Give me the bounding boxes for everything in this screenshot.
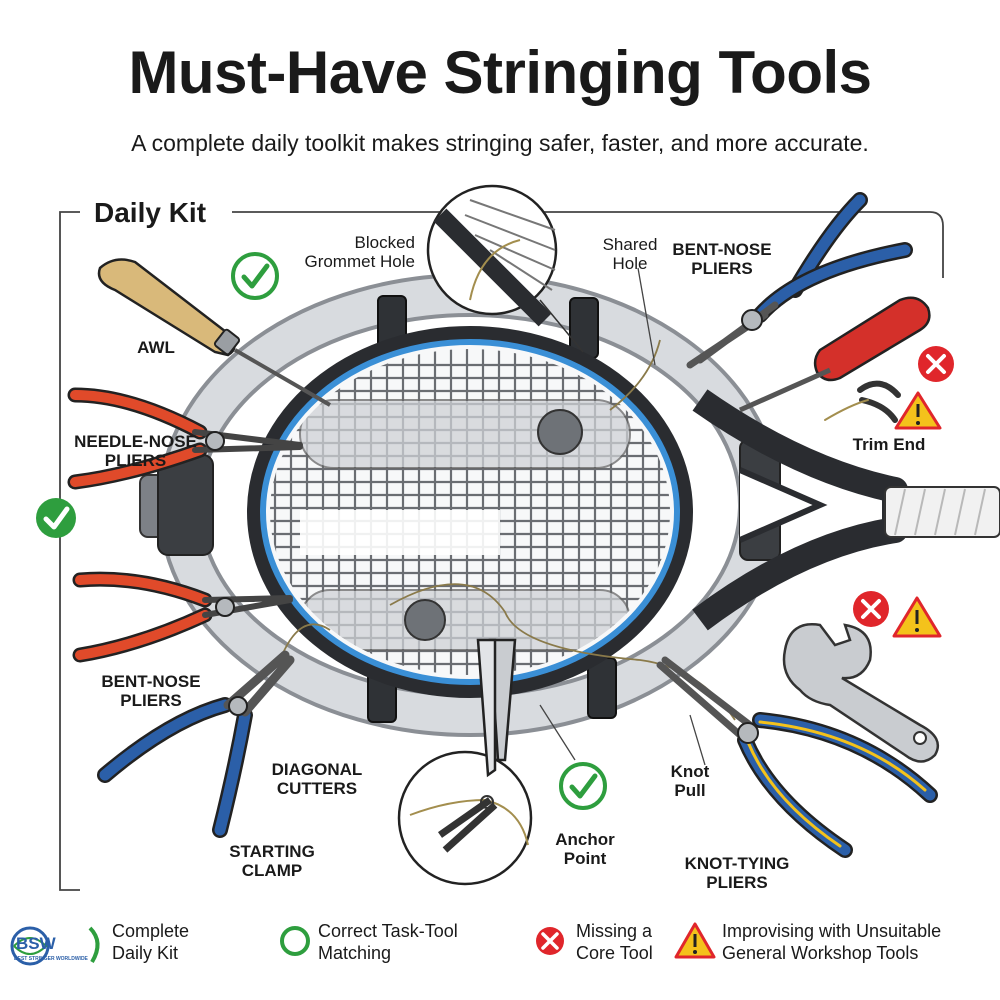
label-blocked-grommet-hole: Blocked Grommet Hole (304, 233, 415, 271)
string-bed (270, 349, 670, 675)
legend-correct-task-tool-matching: Correct Task-Tool Matching (318, 921, 458, 963)
label-anchor-point: Anchor Point (555, 830, 615, 868)
legend-x-icon (536, 927, 564, 955)
label-bent-nose-pliers-top: BENT-NOSE PLIERS (672, 240, 772, 278)
label-knot-tying-pliers: KNOT-TYING PLIERS (684, 854, 790, 892)
anchor-point-zoom (397, 750, 533, 886)
label-awl: AWL (137, 338, 175, 357)
starting-clamp (476, 638, 517, 778)
trim-cutter (824, 380, 901, 423)
bsw-logo-tagline: BEST STRINGER WORLDWIDE (14, 956, 88, 962)
legend-circle-icon (280, 926, 310, 956)
wrench (782, 623, 940, 763)
bent-nose-pliers-left (72, 571, 293, 663)
bsw-logo-text: BSW (16, 934, 56, 953)
label-trim-end: Trim End (852, 435, 926, 454)
warning-icon (892, 596, 942, 638)
diagonal-cutters (97, 650, 295, 838)
label-needle-nose-pliers: NEEDLE-NOSE PLIERS (74, 432, 197, 470)
check-icon (559, 762, 607, 810)
legend-complete-daily-kit: Complete Daily Kit (112, 921, 190, 963)
legend-improvising-unsuitable-tools: Improvising with Unsuitable General Work… (722, 921, 942, 963)
label-shared-hole: Shared Hole (602, 235, 658, 273)
bent-nose-pliers-top (686, 192, 913, 369)
kit-frame (59, 211, 944, 891)
label-starting-clamp: STARTING CLAMP (229, 842, 315, 880)
legend-missing-core-tool: Missing a Core Tool (576, 921, 653, 963)
legend-warning-icon (674, 922, 716, 959)
daily-kit-heading: Daily Kit (88, 197, 213, 229)
screwdriver (738, 296, 931, 413)
blocked-grommet-zoom (426, 184, 584, 353)
x-icon (853, 591, 889, 627)
warning-icon (894, 391, 942, 430)
leader-lines (539, 267, 706, 766)
page-subtitle: A complete daily toolkit makes stringing… (131, 130, 869, 156)
knot-tying-pliers (656, 656, 938, 858)
legend-check-icon (88, 926, 100, 964)
awl (97, 258, 332, 407)
label-diagonal-cutters: DIAGONAL CUTTERS (271, 760, 363, 798)
label-bent-nose-pliers-left: BENT-NOSE PLIERS (101, 672, 201, 710)
x-icon (918, 346, 954, 382)
label-knot-pull: Knot Pull (670, 762, 710, 800)
page-title: Must-Have Stringing Tools (128, 39, 872, 106)
check-icon (231, 252, 279, 300)
check-icon (36, 498, 76, 538)
needle-nose-pliers (67, 387, 303, 490)
bsw-logo (10, 926, 50, 966)
